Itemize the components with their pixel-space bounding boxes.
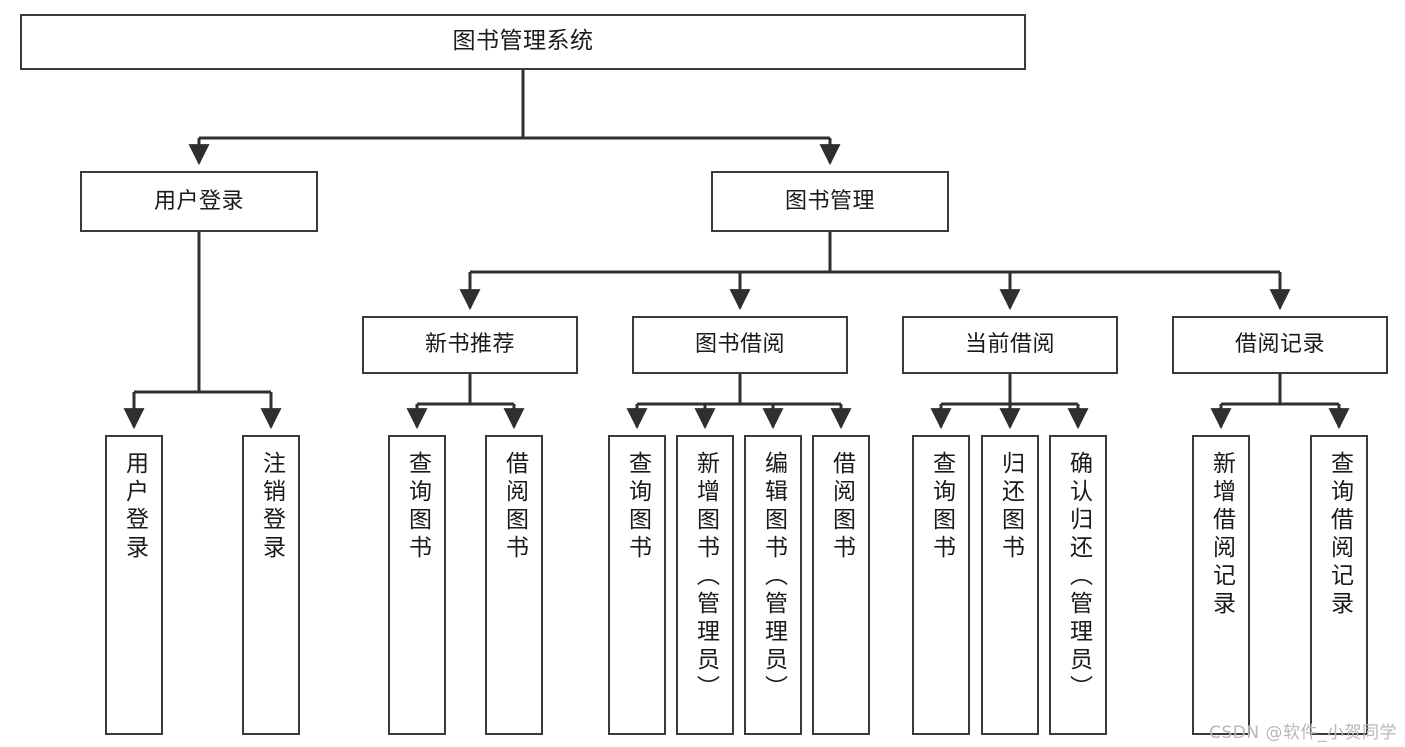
node-label: 借阅图书 [501, 451, 528, 563]
node-current-borrow[interactable]: 当前借阅 [902, 316, 1118, 374]
node-label: 注销登录 [258, 451, 285, 563]
node-book-management[interactable]: 图书管理 [711, 171, 949, 232]
leaf-query-borrow-record[interactable]: 查询借阅记录 [1310, 435, 1368, 735]
leaf-user-login[interactable]: 用户登录 [105, 435, 163, 735]
node-label: 借阅记录 [1234, 332, 1325, 358]
leaf-return-book[interactable]: 归还图书 [981, 435, 1039, 735]
leaf-query-book-recommend[interactable]: 查询图书 [388, 435, 446, 735]
node-book-borrow[interactable]: 图书借阅 [632, 316, 848, 374]
watermark: CSDN @软件_小贺同学 [1209, 723, 1397, 743]
node-label: 图书管理系统 [452, 28, 594, 55]
leaf-logout-login[interactable]: 注销登录 [242, 435, 300, 735]
node-book-management-system[interactable]: 图书管理系统 [20, 14, 1026, 70]
node-label: 归还图书 [997, 451, 1024, 563]
node-label: 借阅图书 [828, 451, 855, 563]
leaf-borrow-book-recommend[interactable]: 借阅图书 [485, 435, 543, 735]
leaf-add-borrow-record[interactable]: 新增借阅记录 [1192, 435, 1250, 735]
leaf-borrow-book[interactable]: 借阅图书 [812, 435, 870, 735]
node-user-login[interactable]: 用户登录 [80, 171, 318, 232]
node-label: 新增借阅记录 [1208, 451, 1235, 619]
node-label: 用户登录 [153, 188, 244, 214]
leaf-edit-book-admin[interactable]: 编辑图书（管理员） [744, 435, 802, 735]
node-label: 新增图书（管理员） [692, 451, 719, 703]
leaf-confirm-return-admin[interactable]: 确认归还（管理员） [1049, 435, 1107, 735]
node-new-book-recommend[interactable]: 新书推荐 [362, 316, 578, 374]
leaf-query-book-current[interactable]: 查询图书 [912, 435, 970, 735]
node-label: 查询图书 [928, 451, 955, 563]
node-borrow-record[interactable]: 借阅记录 [1172, 316, 1388, 374]
node-label: 确认归还（管理员） [1065, 451, 1092, 703]
node-label: 用户登录 [121, 451, 148, 563]
node-label: 新书推荐 [424, 332, 515, 358]
node-label: 图书管理 [784, 188, 875, 214]
node-label: 编辑图书（管理员） [760, 451, 787, 703]
leaf-add-book-admin[interactable]: 新增图书（管理员） [676, 435, 734, 735]
node-label: 查询图书 [404, 451, 431, 563]
node-label: 图书借阅 [694, 332, 785, 358]
node-label: 查询借阅记录 [1326, 451, 1353, 619]
node-label: 查询图书 [624, 451, 651, 563]
leaf-query-book-borrow[interactable]: 查询图书 [608, 435, 666, 735]
node-label: 当前借阅 [964, 332, 1055, 358]
